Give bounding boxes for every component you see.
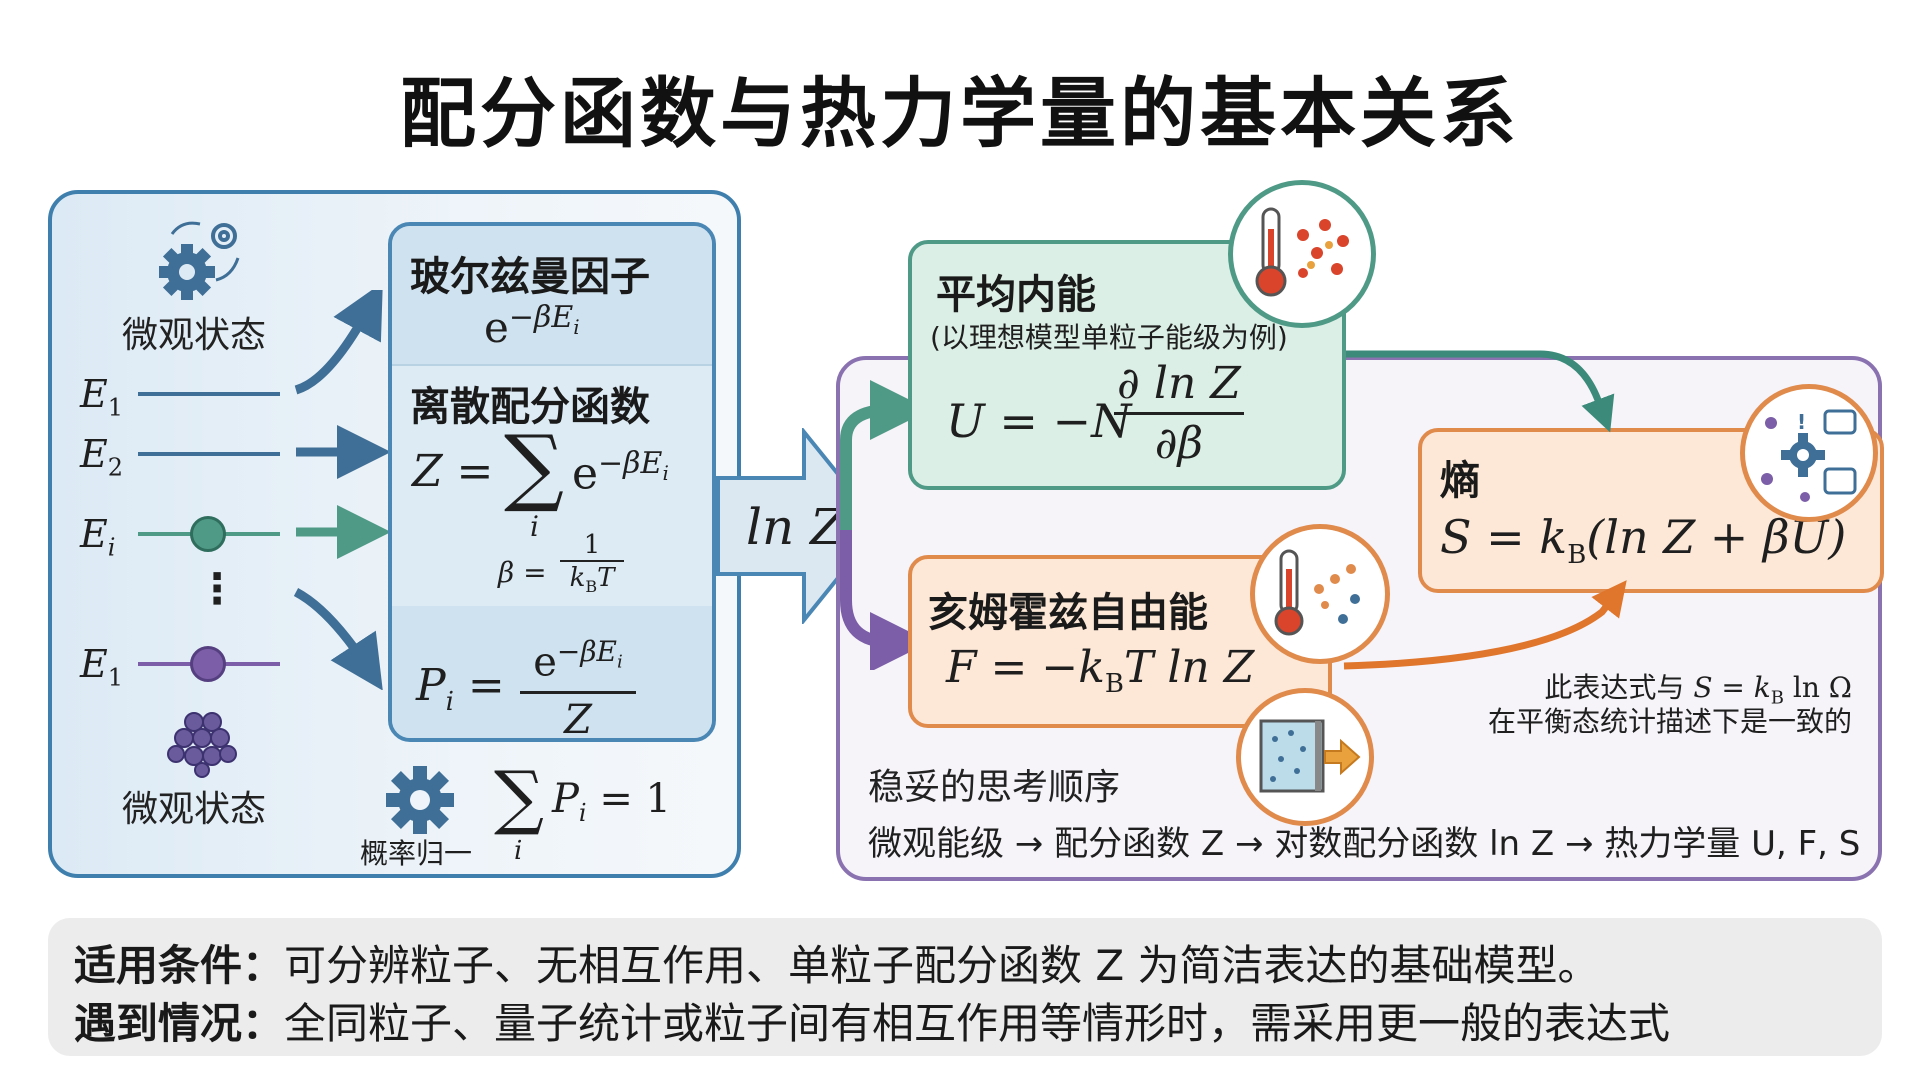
network-gear-icon: ! [1740, 384, 1878, 522]
svg-text:!: ! [1797, 410, 1806, 434]
order-title: 稳妥的思考顺序 [868, 767, 1121, 808]
order-sequence: 微观能级 → 配分函数 Z → 对数配分函数 ln Z → 热力学量 U, F,… [868, 824, 1861, 864]
container-expansion-icon [1236, 688, 1374, 826]
normalization-label: 概率归一 [360, 837, 473, 870]
microstate-label-top: 微观状态 [122, 315, 267, 356]
beta-fraction: 1 kBT [560, 530, 624, 603]
partition-band [392, 366, 712, 606]
normalization-formula: Pi = 1 [552, 776, 672, 827]
particle-dot [190, 516, 226, 552]
particle-cluster-icon [167, 712, 237, 778]
probability-fraction: e−βEi Z [520, 624, 636, 746]
internal-energy-title: 平均内能 [936, 272, 1096, 318]
level-label-e1-bottom: E1 [80, 642, 124, 692]
gear-icon [386, 766, 454, 834]
beta-definition: β = [498, 556, 547, 589]
gear-cycle-icon [159, 221, 240, 300]
band-divider [392, 364, 712, 366]
free-energy-formula: F = −kBT ln Z [946, 642, 1255, 699]
energy-level-line [138, 392, 280, 396]
microstate-label-bottom: 微观状态 [122, 789, 267, 830]
vertical-ellipsis: ⋮ [196, 564, 238, 613]
normalization-sum: ∑ [494, 756, 544, 838]
thermometer-scatter-icon [1250, 524, 1390, 664]
free-energy-title: 亥姆霍兹自由能 [928, 590, 1208, 636]
conditions-line-2: 遇到情况：全同粒子、量子统计或粒子间有相互作用等情形时，需采用更一般的表达式 [74, 999, 1671, 1048]
partition-function-formula: Z = [412, 446, 494, 497]
boltzmann-title: 玻尔兹曼因子 [410, 254, 650, 300]
summation-symbol: ∑ [504, 417, 564, 515]
level-label-e2: E2 [80, 432, 124, 482]
entropy-arrows [1343, 350, 1627, 670]
conditions-box [48, 918, 1882, 1056]
branch-arrows [840, 380, 930, 670]
probability-lhs: Pi = [416, 660, 505, 717]
formula-box [388, 222, 716, 742]
internal-energy-lhs: U = −N [946, 394, 1132, 448]
level-label-e1: E1 [80, 372, 124, 422]
thermometer-particles-icon [1228, 180, 1376, 328]
internal-energy-subtitle: (以理想模型单粒子能级为例) [930, 321, 1288, 354]
entropy-title: 熵 [1440, 458, 1480, 504]
consistency-note-line2: 在平衡态统计描述下是一致的 [1487, 705, 1852, 738]
boltzmann-band [392, 226, 712, 364]
particle-dot [190, 646, 226, 682]
discrete-partition-title: 离散配分函数 [410, 384, 650, 430]
normalization-index: i [514, 836, 523, 866]
boltzmann-formula: e−βEi [484, 300, 580, 352]
energy-level-line [138, 452, 280, 456]
partition-exponential: e−βEi [572, 446, 669, 500]
conditions-line-1: 适用条件：可分辨粒子、无相互作用、单粒子配分函数 Z 为简洁表达的基础模型。 [74, 941, 1600, 990]
internal-energy-fraction: ∂ ln Z ∂β [1114, 356, 1244, 473]
page-title: 配分函数与热力学量的基本关系 [400, 69, 1520, 158]
ln-z-label: ln Z [746, 498, 845, 556]
probability-band [392, 606, 712, 738]
consistency-note-line1: 此表达式与 S = kB ln Ω [1544, 671, 1852, 709]
level-label-ei: Ei [80, 512, 116, 562]
level-arrows [293, 290, 390, 690]
summation-index: i [530, 510, 539, 543]
